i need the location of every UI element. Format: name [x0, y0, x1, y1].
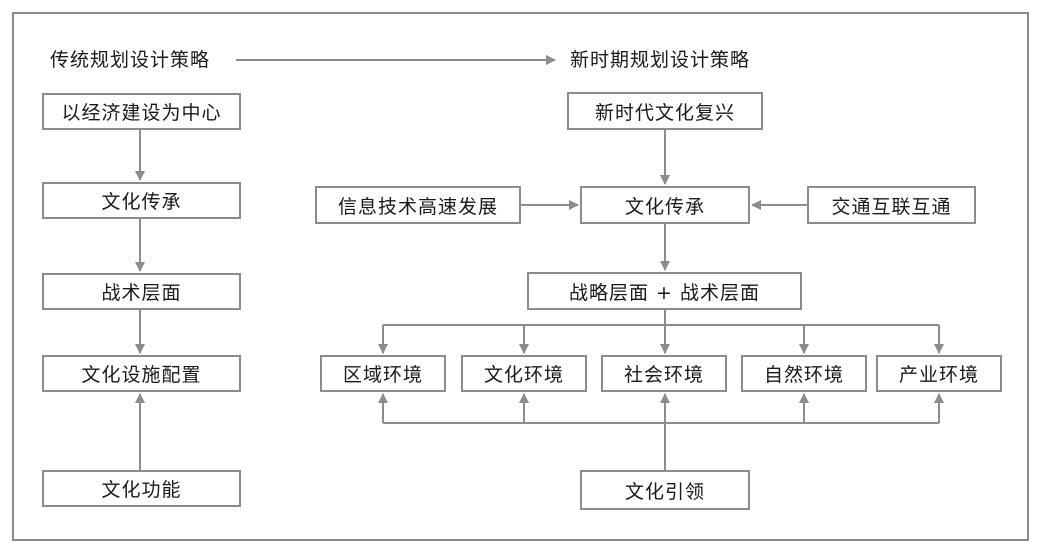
- node-transport: 交通互联互通: [807, 186, 976, 224]
- node-env-regional: 区域环境: [320, 355, 446, 392]
- node-culture-function: 文化功能: [42, 470, 241, 507]
- node-right-culture-inherit: 文化传承: [580, 186, 750, 224]
- node-culture-revival: 新时代文化复兴: [567, 92, 763, 130]
- node-env-social: 社会环境: [601, 355, 727, 392]
- node-env-industrial: 产业环境: [876, 355, 1002, 392]
- node-strategy-tactics: 战略层面 + 战术层面: [527, 272, 802, 310]
- node-economy-center: 以经济建设为中心: [42, 93, 241, 130]
- node-info-tech: 信息技术高速发展: [315, 186, 521, 224]
- node-env-natural: 自然环境: [741, 355, 867, 392]
- diagram-frame: [12, 12, 1029, 541]
- node-facility-config: 文化设施配置: [42, 355, 241, 392]
- node-tactical-level: 战术层面: [42, 273, 241, 310]
- heading-new-era-strategy: 新时期规划设计策略: [570, 49, 751, 71]
- heading-traditional-strategy: 传统规划设计策略: [50, 49, 211, 71]
- node-culture-lead: 文化引领: [580, 470, 750, 510]
- node-env-cultural: 文化环境: [461, 355, 587, 392]
- node-left-culture-inherit: 文化传承: [42, 182, 241, 219]
